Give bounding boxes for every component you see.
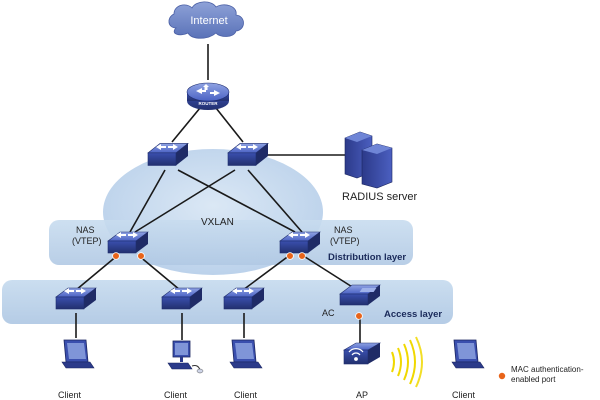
wifi-signal-icon (348, 348, 364, 361)
internet-cloud: Internet (168, 1, 244, 39)
radius-server-icon (344, 131, 393, 189)
client-label-4: Client (452, 390, 476, 400)
access-switch-1 (55, 287, 97, 310)
wireless-waves-icon (391, 336, 423, 388)
client-label-3: Client (234, 390, 258, 400)
link-core-left-nas-right (177, 169, 296, 233)
access-switch-3 (223, 287, 265, 310)
connection-lines (75, 44, 361, 345)
client-laptop-1 (61, 339, 95, 369)
keyboard-icon (167, 362, 193, 370)
vxlan-label: VXLAN (201, 217, 234, 228)
ac-label: AC (322, 308, 335, 318)
client-label-1: Client (58, 390, 82, 400)
nas-right-label-line1: NAS (334, 225, 353, 235)
link-router-core-right (215, 107, 244, 143)
nas-switch-left (107, 231, 149, 254)
access-point-icon (342, 342, 382, 365)
nas-right-label-line2: (VTEP) (330, 236, 360, 246)
switch-arrows-icon (288, 232, 310, 238)
router-label: ROUTER (199, 101, 219, 106)
legend: MAC authentication- enabled port (497, 365, 584, 384)
link-nas-right-ac (301, 254, 358, 291)
core-switch-left (147, 142, 189, 166)
legend-label-line1: MAC authentication- (511, 365, 584, 374)
link-nas-left-access2 (137, 254, 181, 291)
link-nas-right-access3 (242, 254, 291, 291)
link-nas-left-access1 (75, 254, 119, 291)
client-laptop-4 (451, 339, 485, 369)
router: ROUTER (186, 82, 230, 110)
mac-auth-port-markers (112, 252, 306, 260)
nas-left-label-line2: (VTEP) (72, 236, 102, 246)
port-marker (298, 252, 306, 260)
switch-arrows-icon (116, 232, 138, 238)
nas-switch-right (279, 231, 321, 254)
switch-arrows-icon (232, 288, 254, 294)
internet-label: Internet (190, 15, 227, 27)
link-core-left-nas-left (129, 169, 166, 233)
distribution-layer-label: Distribution layer (328, 252, 406, 263)
link-core-right-nas-right (247, 169, 303, 233)
access-layer-label: Access layer (384, 309, 442, 320)
legend-label-line2: enabled port (511, 375, 556, 384)
switch-arrows-icon (64, 288, 86, 294)
switch-arrows-icon (170, 288, 192, 294)
link-router-core-left (171, 107, 201, 143)
legend-port-marker (497, 371, 506, 380)
port-marker (137, 252, 145, 260)
radius-label: RADIUS server (342, 191, 418, 203)
access-controller-icon (339, 284, 381, 306)
core-switch-right (227, 142, 269, 166)
client-laptop-3 (229, 339, 263, 369)
ap-label: AP (356, 390, 368, 400)
client-desktop-2 (167, 340, 204, 374)
link-core-right-nas-left (134, 169, 236, 233)
switch-arrows-icon (236, 144, 258, 150)
client-label-2: Client (164, 390, 188, 400)
port-marker (355, 312, 363, 320)
port-marker (112, 252, 120, 260)
nas-left-label-line1: NAS (76, 225, 95, 235)
port-marker (286, 252, 294, 260)
access-switch-2 (161, 287, 203, 310)
switch-arrows-icon (156, 144, 178, 150)
router-arrows-icon (196, 84, 220, 96)
